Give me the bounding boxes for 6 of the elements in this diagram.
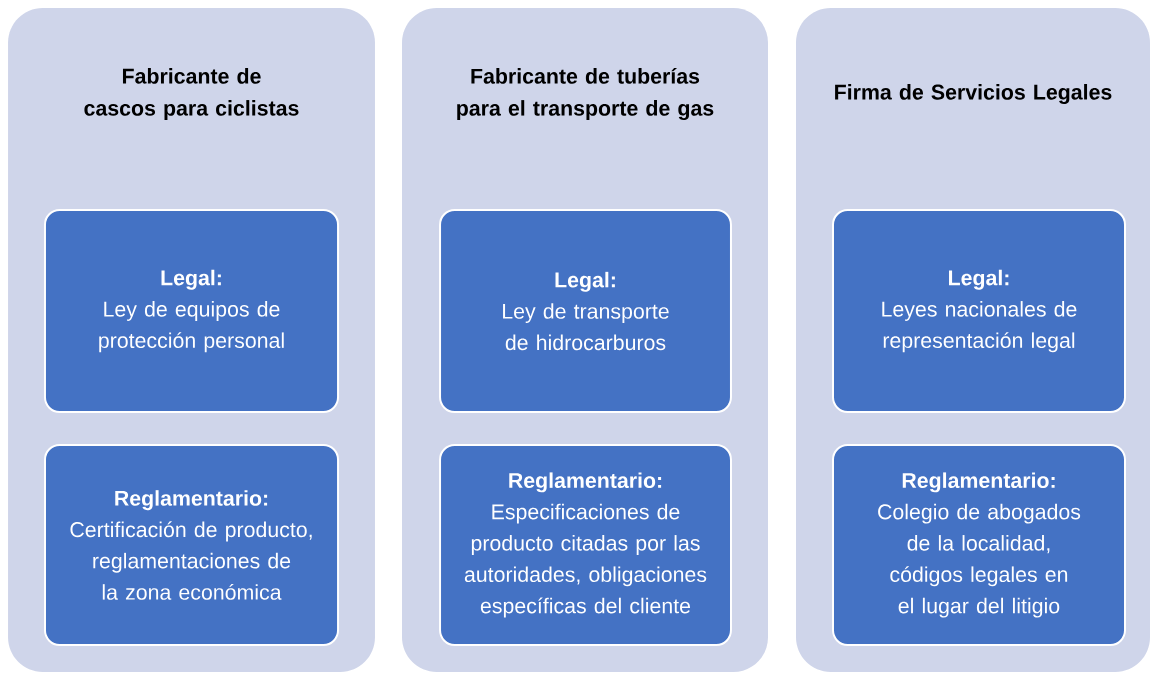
text-box: Legal: Ley de equipos de protección personal	[43, 209, 340, 413]
text-box: Reglamentario: Especificaciones de producto citadas por las autoridades, obligaciones específicas del cliente	[439, 444, 732, 646]
text-box: Reglamentario: Certificación de producto, reglamentaciones de la zona económica	[43, 444, 340, 646]
text-box: Legal: Leyes nacionales de representación legal	[832, 209, 1126, 413]
text-box: Reglamentario: Colegio de abogados de la localidad, códigos legales en el lugar del litigio	[832, 444, 1126, 646]
text-box: Legal: Ley de transporte de hidrocarburos	[439, 209, 732, 413]
